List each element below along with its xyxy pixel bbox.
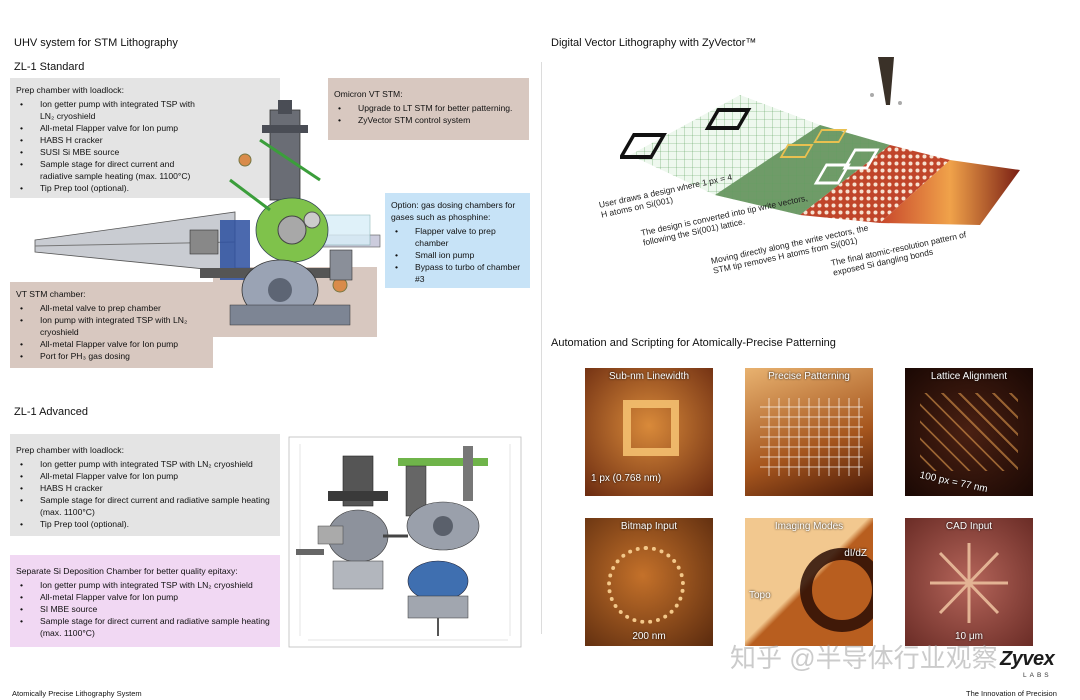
omicron-list: Upgrade to LT STM for better patterning.… (334, 102, 523, 126)
list-item: Ion pump with integrated TSP with LN₂ cr… (16, 314, 207, 338)
tile-title: Bitmap Input (620, 521, 678, 532)
list-item: Port for PH₃ gas dosing (16, 350, 207, 362)
advanced-system-drawing (288, 436, 522, 648)
tile-title: Imaging Modes (774, 521, 844, 532)
list-item: Sample stage for direct current and radi… (16, 158, 206, 182)
tile-sub-nm-linewidth: Sub-nm Linewidth 1 px (0.768 nm) (585, 368, 713, 496)
advanced-prep-box: Prep chamber with loadlock: Ion getter p… (10, 434, 280, 536)
zyvex-logo: Zyvex (1000, 648, 1055, 670)
list-item: ZyVector STM control system (334, 114, 523, 126)
list-item: SUSI Si MBE source (16, 146, 206, 158)
list-item: All-metal Flapper valve for Ion pump (16, 338, 207, 350)
list-item: Ion getter pump with integrated TSP with… (16, 458, 274, 470)
tile-label-didz: dI/dZ (844, 548, 867, 559)
watermark: 知乎 @半导体行业观察 (730, 643, 998, 673)
list-item: Small ion pump (391, 249, 524, 261)
tile-title: CAD Input (945, 521, 993, 532)
advanced-prep-title: Prep chamber with loadlock: (16, 445, 124, 455)
list-item: Flapper valve to prep chamber (391, 225, 524, 249)
heading-zl1-standard: ZL-1 Standard (14, 61, 85, 73)
vt-stm-box: VT STM chamber: All-metal valve to prep … (10, 282, 213, 368)
prep-chamber-list: Ion getter pump with integrated TSP with… (16, 98, 206, 194)
tile-imaging-modes: Imaging Modes dI/dZ Topo (745, 518, 873, 646)
list-item: Tip Prep tool (optional). (16, 182, 206, 194)
tile-title: Precise Patterning (768, 371, 850, 382)
tile-pattern (607, 546, 685, 624)
tile-pattern (920, 393, 1018, 471)
column-divider (541, 62, 542, 634)
advanced-prep-list: Ion getter pump with integrated TSP with… (16, 458, 274, 530)
list-item: All-metal Flapper valve for Ion pump (16, 122, 206, 134)
tile-label: 1 px (0.768 nm) (591, 473, 662, 484)
si-deposition-list: Ion getter pump with integrated TSP with… (16, 579, 274, 639)
list-item: All-metal Flapper valve for Ion pump (16, 470, 274, 482)
tile-cad-input: CAD Input 10 μm (905, 518, 1033, 646)
tagline: The Innovation of Precision (966, 689, 1057, 698)
tile-bitmap-input: Bitmap Input 200 nm (585, 518, 713, 646)
tile-title: Sub-nm Linewidth (608, 371, 690, 382)
tile-label: 100 px = 77 nm (918, 469, 989, 496)
list-item: HABS H cracker (16, 134, 206, 146)
option-title: Option: gas dosing chambers for gases su… (391, 200, 516, 222)
lithography-flow-illustration (620, 57, 1020, 225)
tile-pattern (623, 400, 679, 456)
list-item: SI MBE source (16, 603, 274, 615)
list-item: Sample stage for direct current and radi… (16, 615, 274, 639)
heading-zl1-advanced: ZL-1 Advanced (14, 406, 88, 418)
omicron-title: Omicron VT STM: (334, 89, 403, 99)
tile-precise-patterning: Precise Patterning (745, 368, 873, 496)
section-title-uhv: UHV system for STM Lithography (14, 37, 178, 49)
list-item: Ion getter pump with integrated TSP with… (16, 579, 274, 591)
tile-pattern (760, 398, 863, 476)
prep-chamber-box: Prep chamber with loadlock: Ion getter p… (10, 78, 280, 198)
list-item: Bypass to turbo of chamber #3 (391, 261, 524, 285)
tile-label: 200 nm (632, 631, 666, 642)
section-title-zyvector: Digital Vector Lithography with ZyVector… (551, 37, 757, 49)
section-title-automation: Automation and Scripting for Atomically-… (551, 337, 836, 349)
list-item: Sample stage for direct current and radi… (16, 494, 274, 518)
si-deposition-title: Separate Si Deposition Chamber for bette… (16, 566, 238, 576)
prep-chamber-title: Prep chamber with loadlock: (16, 85, 124, 95)
omicron-stm-box: Omicron VT STM: Upgrade to LT STM for be… (328, 78, 529, 140)
tile-lattice-alignment: Lattice Alignment 100 px = 77 nm (905, 368, 1033, 496)
list-item: HABS H cracker (16, 482, 274, 494)
list-item: Upgrade to LT STM for better patterning. (334, 102, 523, 114)
option-list: Flapper valve to prep chamber Small ion … (391, 225, 524, 285)
vt-stm-title: VT STM chamber: (16, 289, 86, 299)
list-item: Tip Prep tool (optional). (16, 518, 274, 530)
gas-dosing-option-box: Option: gas dosing chambers for gases su… (385, 193, 530, 288)
tile-title: Lattice Alignment (930, 371, 1008, 382)
tile-pattern (930, 543, 1008, 623)
list-item: All-metal valve to prep chamber (16, 302, 207, 314)
uhv-system-illustration (34, 100, 381, 326)
si-deposition-box: Separate Si Deposition Chamber for bette… (10, 555, 280, 647)
zyvex-labs-text: LABS (1023, 672, 1052, 679)
tile-label: 10 μm (955, 631, 983, 642)
vt-stm-list: All-metal valve to prep chamber Ion pump… (16, 302, 207, 362)
list-item: Ion getter pump with integrated TSP with… (16, 98, 206, 122)
tile-pattern (800, 548, 873, 632)
tile-label-topo: Topo (749, 590, 771, 601)
footer-title: Atomically Precise Lithography System (12, 689, 142, 698)
list-item: All-metal Flapper valve for Ion pump (16, 591, 274, 603)
